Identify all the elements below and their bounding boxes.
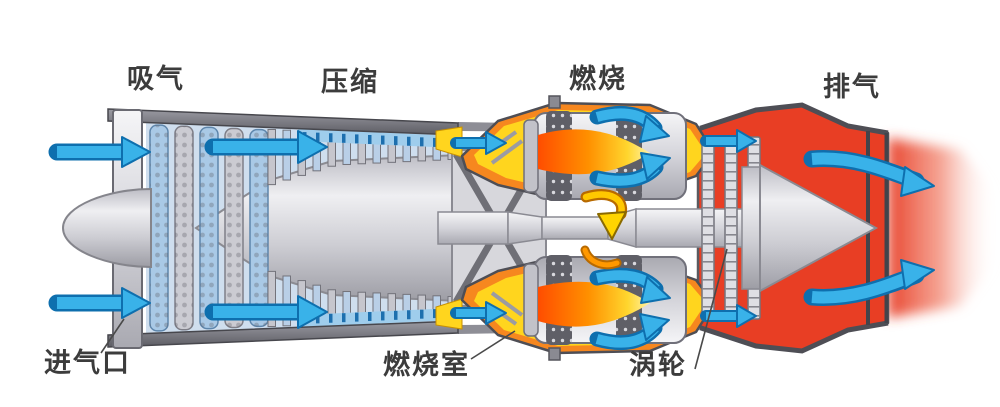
arrow-head: [900, 166, 935, 197]
combustion-flame: [538, 129, 650, 175]
igniter-nub: [548, 95, 561, 109]
label-compression-phase: 压缩: [321, 67, 379, 97]
label-exhaust-phase: 排气: [823, 72, 881, 102]
annulus-blade: [394, 310, 398, 320]
label-intake-phase: 吸气: [127, 64, 185, 94]
arrow-head: [121, 287, 151, 319]
annulus-blade: [420, 309, 424, 319]
annulus-blade: [316, 314, 320, 324]
arrow-head: [485, 131, 507, 155]
arrow-head: [485, 301, 507, 325]
combustor-bottom: [462, 255, 708, 360]
annulus-blade: [355, 312, 359, 322]
turbine-blade-ladder: [725, 137, 737, 319]
arrow-head: [736, 129, 757, 153]
arrow-head: [736, 304, 757, 328]
leader-combustion-chamber: [470, 330, 516, 360]
annulus-blade: [420, 137, 424, 147]
annulus-blade: [381, 311, 385, 321]
annulus-blade: [368, 312, 372, 322]
annulus-blade: [368, 134, 372, 144]
nose-cone: [61, 187, 152, 269]
arrow-head: [900, 259, 935, 290]
compressor-front-stages: [149, 124, 269, 332]
annulus-blade: [342, 133, 346, 143]
compressor-front-blade-texture: [200, 127, 218, 329]
compressor-front-blade-texture: [175, 126, 193, 330]
compressor-rear-blade: [282, 275, 291, 327]
exhaust-plume: [888, 138, 996, 318]
nozzle-ring-exit: [884, 133, 889, 323]
compressor-rear-blade: [267, 128, 276, 186]
arrow-head: [640, 152, 671, 180]
compressor-front-blade-texture: [225, 128, 243, 328]
label-combustion-phase: 燃烧: [569, 64, 627, 94]
flame-tube-cap: [523, 119, 539, 193]
annulus-blade: [433, 309, 437, 319]
compressor-rear-blade: [267, 270, 276, 328]
exhaust-cone: [759, 163, 879, 293]
combustor-top: [460, 95, 710, 201]
annulus-blade: [316, 132, 320, 142]
engine-shaft: [437, 208, 763, 248]
annulus-blade: [342, 313, 346, 323]
annulus-blade: [407, 136, 411, 146]
annulus-channel-bottom: [298, 308, 456, 327]
exhaust-cone-group: [741, 163, 879, 293]
compressor-front-blade-texture: [150, 125, 168, 331]
annulus-blade: [381, 135, 385, 145]
exhaust-casing-bottom-rim: [697, 320, 889, 354]
arrow-head: [639, 115, 670, 143]
leader-turbine: [694, 248, 728, 370]
arrow-head: [297, 295, 328, 329]
leader-air-inlet: [100, 318, 125, 354]
annulus-blade: [394, 136, 398, 146]
arrow-head: [121, 136, 151, 168]
arrow-head: [297, 130, 328, 164]
airflow-arrows: [48, 129, 935, 329]
annulus-blade: [329, 133, 333, 143]
annulus-blade: [407, 310, 411, 320]
label-air-inlet: 进气口: [44, 348, 131, 378]
turbine-blade-ladder: [702, 137, 714, 319]
label-combustion-chamber: 燃烧室: [383, 350, 470, 380]
leader-lines: [100, 248, 728, 370]
combustor-flow-arrows: [589, 105, 671, 189]
exhaust-casing-top-rim: [697, 102, 889, 136]
shaft-rotation-arrow: [580, 189, 628, 270]
annulus-blade: [329, 313, 333, 323]
compressor-front-blade-texture: [250, 129, 268, 327]
annulus-channel-top: [298, 129, 456, 148]
compressor-section: [146, 121, 459, 335]
label-turbine: 涡轮: [629, 350, 687, 380]
annulus-blade: [433, 137, 437, 147]
annulus-blade: [355, 134, 359, 144]
